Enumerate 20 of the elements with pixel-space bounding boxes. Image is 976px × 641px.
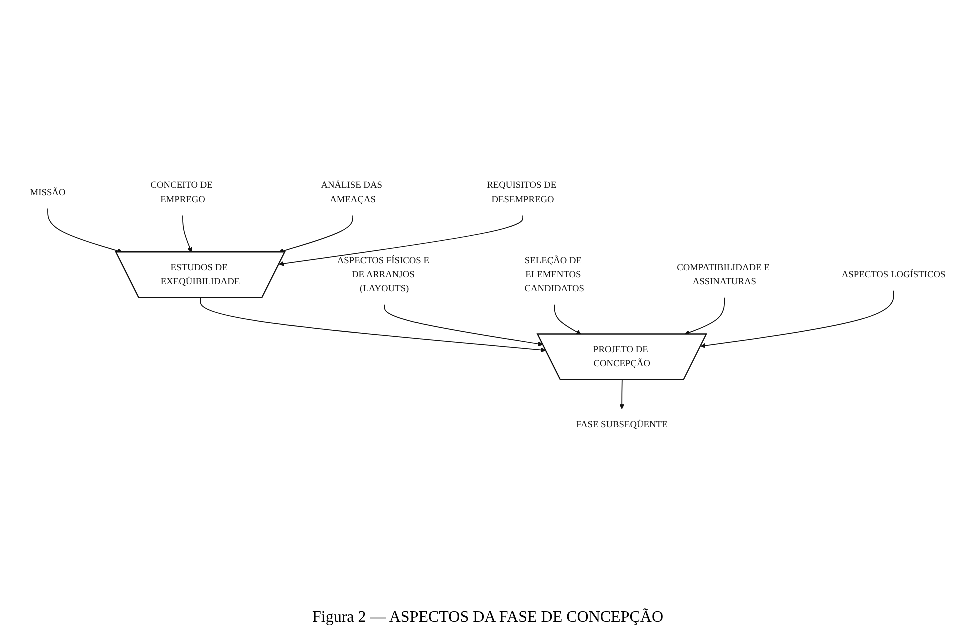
node-text: REQUISITOS DE DESEMPREGO	[487, 180, 557, 205]
arrow	[200, 298, 546, 353]
arrow	[384, 304, 544, 347]
arrow	[684, 297, 726, 336]
arrow	[278, 215, 524, 266]
node-text: ANÁLISE DAS AMEAÇAS	[321, 180, 382, 205]
arrow	[278, 215, 354, 254]
arrow	[48, 208, 123, 254]
node-text: SELEÇÃO DE ELEMENTOS CANDIDATOS	[524, 256, 585, 294]
arrow	[700, 290, 894, 348]
node-text: CONCEITO DE EMPREGO	[150, 180, 213, 205]
arrow	[620, 380, 625, 410]
arrow	[554, 304, 582, 335]
arrow	[182, 215, 192, 253]
node-text: ASPECTOS LOGÍSTICOS	[842, 270, 946, 280]
node-text: MISSÃO	[30, 188, 66, 198]
caption: Figura 2 — ASPECTOS DA FASE DE CONCEPÇÃO	[312, 609, 664, 627]
node-text: FASE SUBSEQÜENTE	[576, 420, 668, 430]
node-text: COMPATIBILIDADE E ASSINATURAS	[677, 262, 770, 287]
node-text: ASPECTOS FÍSICOS E DE ARRANJOS (LAYOUTS)	[337, 256, 430, 294]
